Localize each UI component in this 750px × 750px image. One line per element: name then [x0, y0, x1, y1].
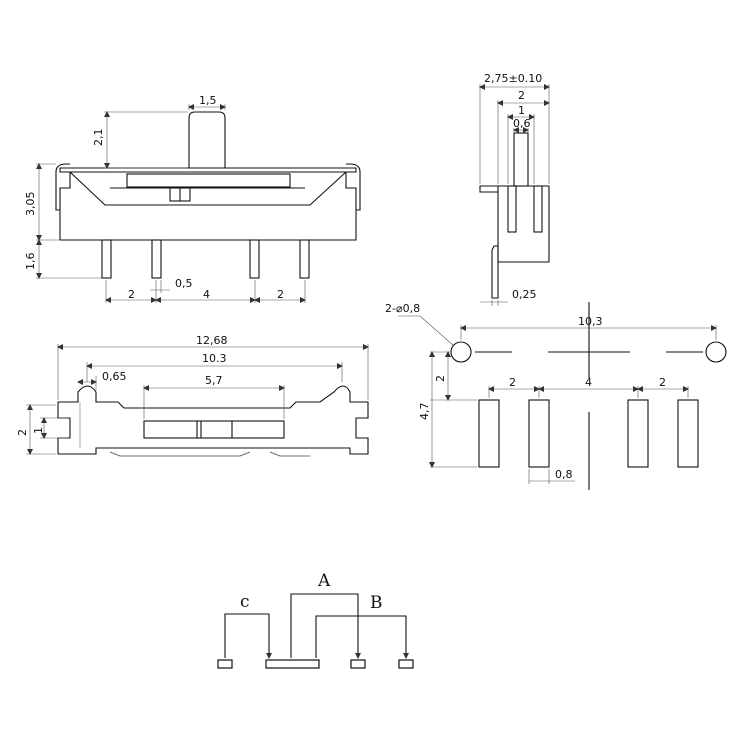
switch-schematic: c A B [217, 571, 414, 669]
dim-overall-length: 12,68 [196, 334, 228, 347]
mount-hole-left [450, 341, 472, 363]
front-taper [69, 171, 347, 206]
path-a [290, 593, 361, 659]
path-b [315, 615, 409, 659]
dim-top-height-1: 1 [32, 427, 45, 434]
terminal-b [398, 659, 414, 669]
pad-3 [627, 399, 649, 468]
dim-top-height-2: 2 [16, 429, 29, 436]
side-actuator [513, 132, 529, 187]
front-view: 1,5 2,1 3,05 1,6 2 0,5 4 2 [24, 94, 361, 303]
pad-1 [478, 399, 500, 468]
label-c: c [240, 592, 250, 612]
top-view: 12,68 10.3 0,65 5,7 2 1 [16, 334, 369, 457]
dim-fp-pitch-left: 2 [509, 376, 516, 389]
path-c [224, 613, 272, 659]
dim-slot: 5,7 [205, 374, 223, 387]
dim-pitch-center: 4 [203, 288, 210, 301]
dim-pad-width: 0,8 [555, 468, 573, 481]
pin-1 [101, 239, 112, 279]
side-slot-right [533, 185, 543, 233]
footprint-view: 2-⌀0,8 10,3 2 4,7 2 4 2 0,8 [385, 302, 727, 490]
label-a: A [317, 571, 331, 591]
terminal-a [350, 659, 366, 669]
actuator-outline [188, 111, 226, 168]
terminal-c [217, 659, 233, 669]
side-view: 2,75±0.10 2 1 0,6 0,25 [479, 72, 550, 306]
pin-3 [249, 239, 260, 279]
dim-actuator-height: 2,1 [92, 129, 105, 147]
top-slider-window [143, 420, 285, 439]
side-slot-left [507, 185, 517, 233]
dim-body-height: 3,05 [24, 192, 37, 217]
front-body-outline [59, 171, 357, 241]
top-body-outline [57, 385, 369, 455]
side-body [479, 185, 550, 263]
dim-pitch-left: 2 [128, 288, 135, 301]
slider-window [126, 173, 291, 188]
pin-4 [299, 239, 310, 279]
dim-offset-2: 2 [434, 375, 447, 382]
dim-gap: 0,5 [175, 277, 193, 290]
dim-mount-span: 10.3 [202, 352, 227, 365]
label-b: B [370, 593, 383, 613]
dim-hole-span: 10,3 [578, 315, 603, 328]
pin-2 [151, 239, 162, 279]
dim-fp-pitch-center: 4 [585, 376, 592, 389]
pad-4 [677, 399, 699, 468]
dim-pin-thickness: 0,25 [512, 288, 537, 301]
dim-actuator-width: 1,5 [199, 94, 217, 107]
pad-2 [528, 399, 550, 468]
dim-pitch-right: 2 [277, 288, 284, 301]
side-pin [491, 245, 499, 299]
mount-hole-right [705, 341, 727, 363]
dim-pin-length: 1,6 [24, 253, 37, 271]
dim-tab: 0,65 [102, 370, 127, 383]
slider-contact [265, 659, 320, 669]
dim-side-2: 2 [518, 89, 525, 102]
front-top-flange [59, 167, 357, 173]
dim-hole-callout: 2-⌀0,8 [385, 302, 420, 315]
dim-side-overall: 2,75±0.10 [484, 72, 542, 85]
dim-height-47: 4,7 [418, 403, 431, 421]
dim-side-06: 0,6 [513, 117, 531, 130]
dim-side-1: 1 [518, 104, 525, 117]
dim-fp-pitch-right: 2 [659, 376, 666, 389]
